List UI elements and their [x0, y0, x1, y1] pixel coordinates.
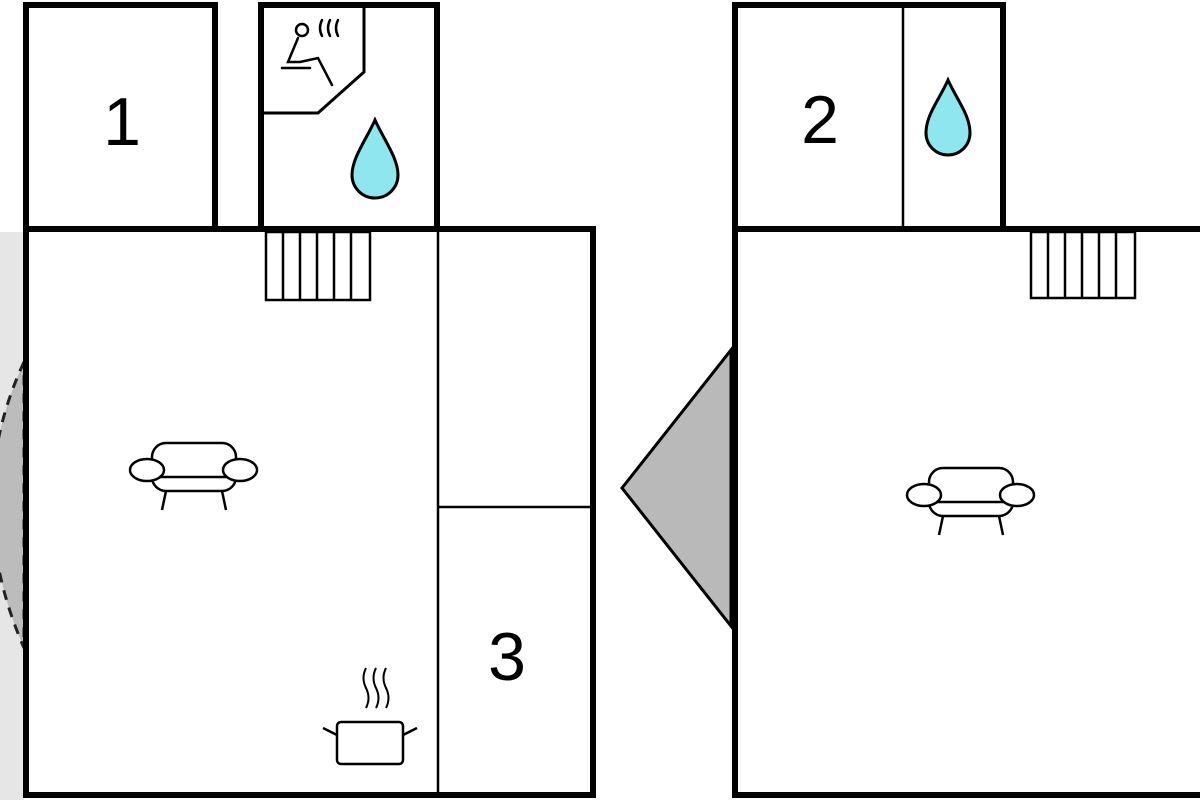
water-drop-icon	[924, 76, 972, 157]
sauna-icon	[280, 18, 340, 87]
water-drop-icon	[350, 116, 400, 200]
stairs-icon	[1029, 230, 1137, 300]
room-label-3: 3	[488, 619, 526, 695]
sofa-icon	[128, 441, 259, 511]
right-building-walls	[732, 2, 1200, 798]
stairs-icon	[264, 230, 372, 302]
room-label-1: 1	[103, 84, 141, 160]
entrance-terrace	[620, 345, 733, 631]
left-terrace	[0, 232, 26, 800]
sofa-icon	[905, 466, 1036, 536]
left-building-walls	[23, 2, 596, 798]
room-label-2: 2	[801, 82, 839, 158]
kitchen-pot-icon	[322, 667, 418, 766]
